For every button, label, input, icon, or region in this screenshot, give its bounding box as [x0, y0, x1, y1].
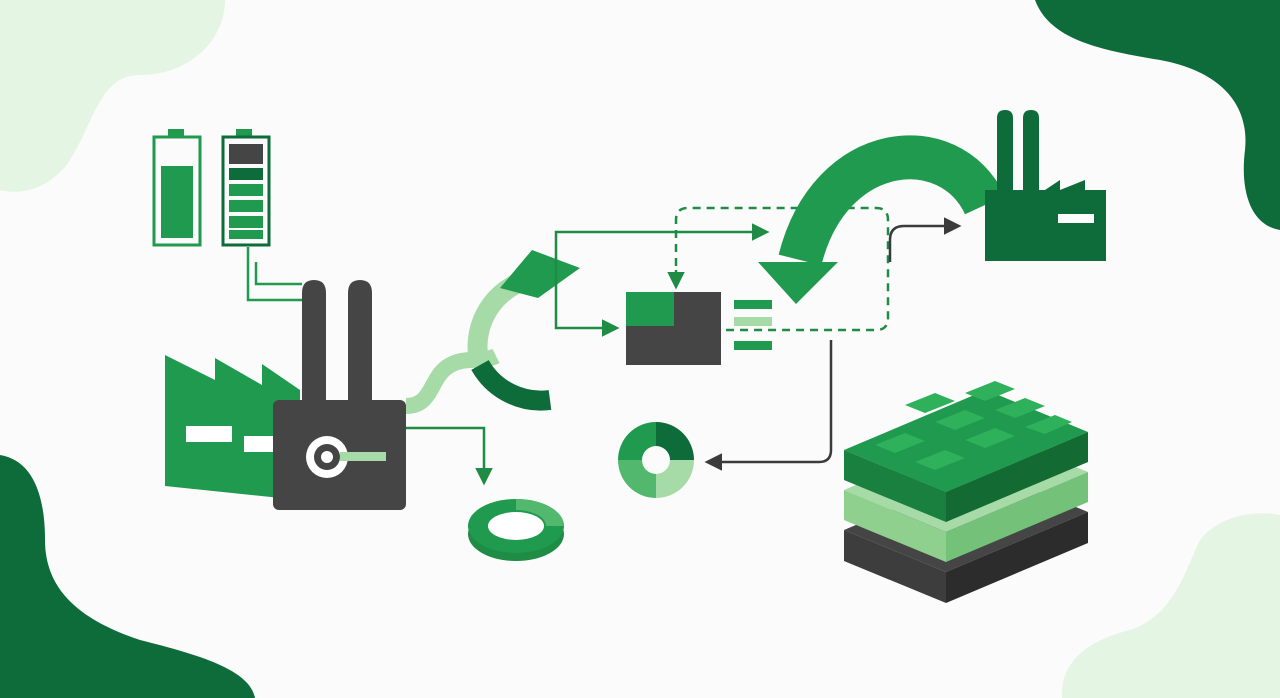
curved-arrow-icon [758, 135, 1005, 304]
dashed-loop [674, 206, 890, 332]
processing-module-icon [626, 292, 772, 365]
connector-to-factory [888, 217, 962, 262]
sawtooth-factory-icon [165, 355, 300, 500]
central-plant-icon [273, 280, 406, 510]
connector-recycle-top [554, 223, 770, 268]
donut-ring-icon [468, 499, 564, 561]
factory-right-icon [985, 110, 1106, 261]
blob-top-right [1035, 0, 1280, 230]
battery-connector-line [246, 247, 302, 302]
blob-bottom-left [0, 455, 255, 698]
blob-bottom-right [1061, 513, 1280, 698]
connector-module-to-pie [704, 340, 833, 471]
connector-recycle-module [554, 268, 620, 337]
layered-block-icon [844, 381, 1088, 603]
connector-plant-to-ring [406, 426, 493, 486]
pie-ring-icon [618, 422, 694, 498]
battery-half-icon [152, 129, 202, 247]
connector-ribbon [405, 348, 500, 414]
battery-stacked-icon [221, 129, 271, 247]
blob-top-left [0, 0, 225, 192]
recycle-arrow-icon [467, 250, 580, 411]
